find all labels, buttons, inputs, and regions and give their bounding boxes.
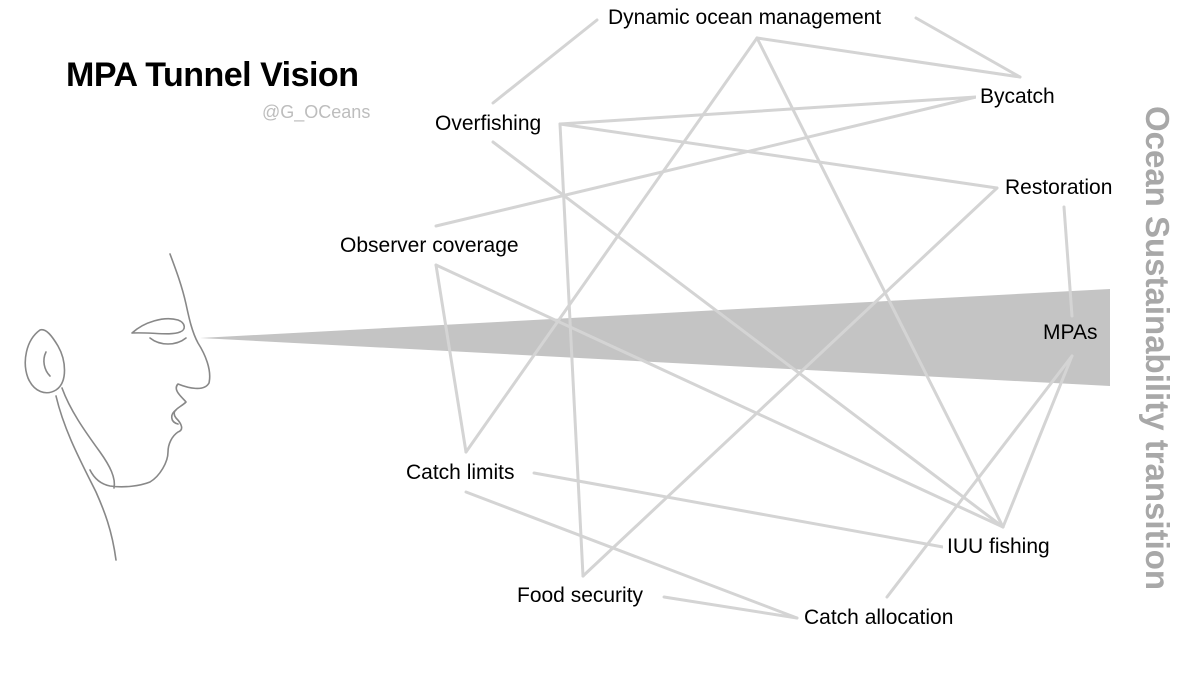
edge-13 — [581, 186, 999, 578]
edge-15 — [1001, 354, 1074, 529]
edge-12 — [434, 263, 1005, 529]
node-catch-limits: Catch limits — [402, 460, 519, 486]
edge-7 — [558, 122, 999, 190]
face-profile — [89, 253, 211, 488]
node-food-security: Food security — [513, 583, 648, 609]
edge-14 — [1062, 205, 1074, 318]
edge-16 — [885, 354, 1074, 599]
edge-18 — [464, 490, 799, 620]
face-eyelid — [149, 337, 187, 345]
author-handle: @G_OCeans — [262, 102, 371, 122]
edge-3 — [914, 16, 1022, 79]
face-ear-inner — [43, 351, 51, 377]
node-overfishing: Overfishing — [431, 111, 546, 137]
edge-1 — [491, 18, 599, 105]
edge-17 — [532, 471, 945, 549]
face-eye — [131, 317, 186, 335]
connection-edges — [434, 16, 1074, 620]
node-dynamic-ocean-management: Dynamic ocean management — [604, 5, 886, 31]
face-line-drawing — [24, 253, 211, 561]
node-catch-allocation: Catch allocation — [800, 605, 958, 631]
node-bycatch: Bycatch — [976, 84, 1059, 110]
edge-2 — [755, 36, 1022, 79]
node-observer-coverage: Observer coverage — [336, 233, 523, 259]
face-ear — [24, 328, 66, 394]
edge-8 — [558, 122, 585, 578]
edge-11 — [434, 263, 468, 454]
face-neck — [55, 395, 117, 561]
node-mpas: MPAs — [1043, 321, 1098, 344]
edge-4 — [464, 36, 759, 454]
edge-5 — [755, 36, 1005, 529]
node-restoration: Restoration — [1001, 175, 1117, 201]
edge-10 — [434, 95, 978, 228]
edge-9 — [491, 140, 1005, 529]
face-lips — [170, 409, 179, 425]
edge-19 — [662, 595, 799, 620]
page-title: MPA Tunnel Vision — [66, 56, 359, 94]
face-jaw — [61, 387, 116, 489]
side-label-ocean-sustainability: Ocean Sustainability transition — [1139, 105, 1176, 591]
node-iuu-fishing: IUU fishing — [943, 534, 1054, 560]
vision-beam — [200, 289, 1110, 386]
edge-6 — [558, 95, 978, 126]
